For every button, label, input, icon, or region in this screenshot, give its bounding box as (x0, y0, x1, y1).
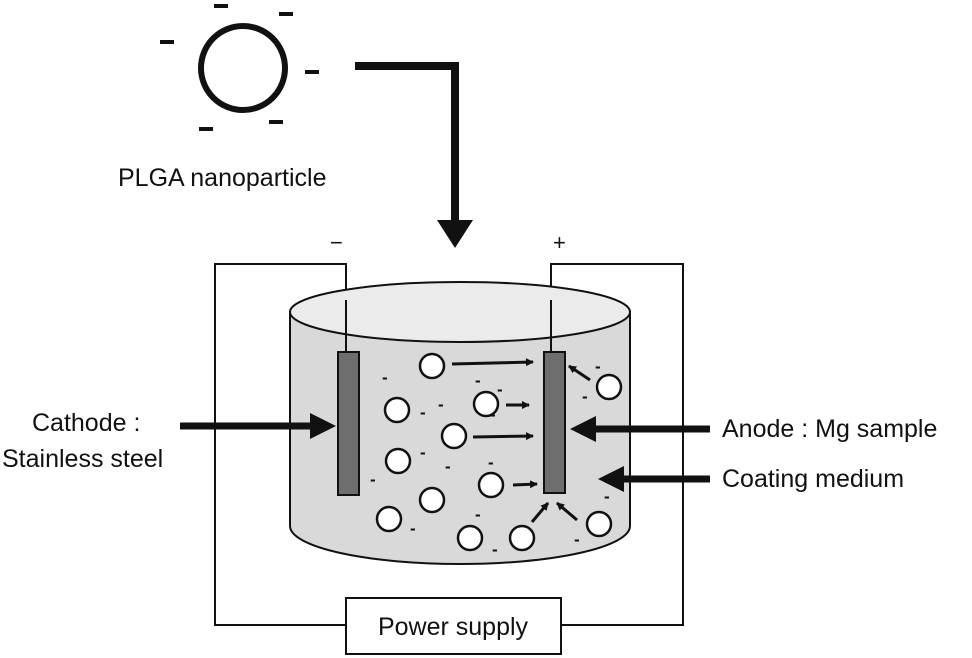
positive-terminal-sign: + (553, 230, 566, 255)
charge-sign: - (497, 380, 503, 399)
particle-charges: - - - - - - - - - - - - - - - - - (370, 357, 610, 559)
cathode-label: Cathode : (32, 409, 140, 437)
cathode-pointer (180, 413, 336, 439)
nanoparticle (477, 471, 505, 499)
nanoparticle (375, 505, 403, 533)
power-supply-label: Power supply (378, 613, 529, 641)
power-supply: Power supply (345, 597, 562, 655)
surface-charge (160, 40, 174, 44)
power-supply-box (345, 597, 562, 655)
migration-arrow (451, 358, 534, 367)
charge-sign: - (382, 368, 388, 387)
large-nanoparticle (198, 23, 288, 113)
migration-arrow (472, 432, 534, 441)
surface-charge (199, 127, 213, 131)
nanoparticle (472, 390, 500, 418)
charge-sign: - (438, 395, 444, 414)
nanoparticle (585, 510, 613, 538)
charge-sign: - (490, 405, 496, 424)
migration-arrow (568, 364, 591, 382)
migration-arrows (451, 358, 591, 523)
plga-nanoparticle-illustration (160, 4, 319, 131)
charge-sign: - (420, 443, 426, 462)
nanoparticle (418, 486, 446, 514)
medium-pointer (598, 466, 710, 492)
nanoparticle (384, 447, 412, 475)
cathode-electrode (337, 351, 360, 496)
nanoparticle (383, 396, 411, 424)
charge-sign: - (420, 403, 426, 422)
charge-sign: - (475, 505, 481, 524)
nanoparticle (595, 373, 623, 401)
beaker-rim (289, 281, 631, 343)
nanoparticle-label: PLGA nanoparticle (118, 164, 326, 192)
cathode-material-label: Stainless steel (2, 445, 163, 473)
surface-charge (279, 12, 293, 16)
surface-charge (269, 120, 283, 124)
charge-sign: - (475, 371, 481, 390)
nanoparticle (456, 524, 484, 552)
coating-medium-label: Coating medium (722, 465, 904, 493)
charge-sign: - (582, 387, 588, 406)
charge-sign: - (410, 519, 416, 538)
negative-terminal-sign: − (330, 230, 343, 255)
migration-arrow (556, 501, 578, 522)
charge-sign: - (445, 457, 451, 476)
surface-charge (305, 70, 319, 74)
addition-arrow (355, 62, 473, 248)
charge-sign: - (488, 453, 494, 472)
nanoparticle (440, 422, 468, 450)
charge-sign: - (370, 470, 376, 489)
anode-pointer (570, 416, 710, 442)
nanoparticle (508, 524, 536, 552)
surface-charge (214, 4, 228, 8)
migration-arrow (512, 480, 538, 489)
migration-arrow (530, 502, 550, 523)
charge-sign: - (574, 530, 580, 549)
charge-sign: - (595, 357, 601, 376)
anode-label: Anode : Mg sample (722, 415, 937, 443)
charge-sign: - (492, 540, 498, 559)
nanoparticle (418, 352, 446, 380)
charge-sign: - (604, 487, 610, 506)
dispersed-nanoparticles (375, 352, 623, 552)
anode-electrode (543, 351, 566, 494)
